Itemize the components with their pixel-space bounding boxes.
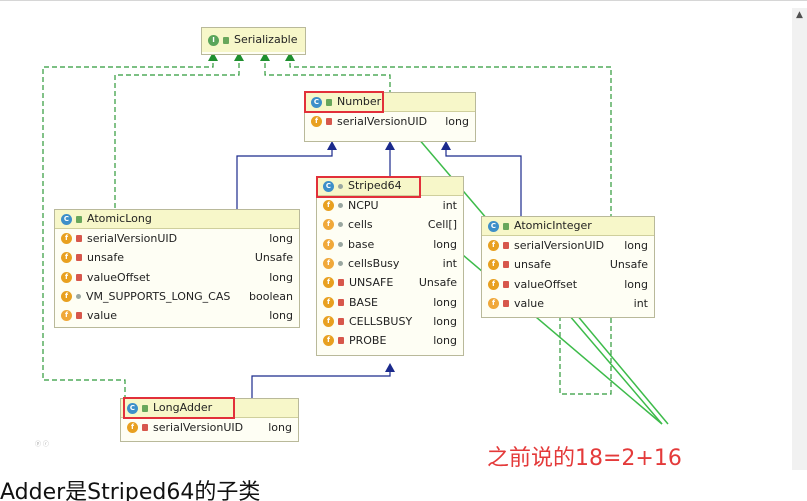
field-icon: f [323,238,334,250]
package-icon [338,261,343,267]
class-icon: C [311,96,322,108]
top-divider [0,0,807,1]
class-icon: C [127,402,138,414]
package-icon [338,222,343,228]
extends-arrowheads [327,141,451,372]
field-icon: f [323,258,334,270]
small-mark: ⓟ ⓡ [35,441,49,448]
private-lock-icon [503,242,509,250]
public-icon [326,98,332,106]
public-icon [503,222,509,230]
private-lock-icon [76,273,82,281]
private-lock-icon [76,312,82,320]
field-icon: f [323,219,334,231]
private-lock-icon [338,298,344,306]
static-field-icon: f [61,271,72,283]
private-lock-icon [338,279,344,287]
vertical-scrollbar[interactable]: ▲ [792,8,807,470]
private-lock-icon [338,337,344,345]
public-icon [142,404,148,412]
static-field-icon: f [61,252,72,264]
private-lock-icon [76,235,82,243]
class-icon: C [488,220,499,232]
static-field-icon: f [488,259,499,271]
bottom-caption: Adder是Striped64的子类 [0,480,261,501]
class-name: LongAdder [153,401,213,414]
static-field-icon: f [323,296,334,308]
static-field-icon: f [323,277,334,289]
public-icon [76,215,82,223]
class-name: Serializable [234,33,298,46]
public-icon [223,36,229,44]
implements-arrowheads [208,52,295,61]
package-icon [338,203,343,209]
static-field-icon: f [127,422,138,434]
class-serializable[interactable]: I Serializable [201,27,306,55]
static-field-icon: f [323,335,334,347]
private-lock-icon [503,280,509,288]
class-icon: C [61,213,72,225]
class-name: Striped64 [348,179,402,192]
static-field-icon: f [61,291,72,303]
class-icon: C [323,180,334,192]
private-lock-icon [142,424,148,432]
private-lock-icon [338,317,344,325]
field-icon: f [488,298,499,310]
private-lock-icon [326,118,332,126]
static-field-icon: f [488,278,499,290]
field-icon: f [61,310,72,322]
class-name: AtomicInteger [514,219,592,232]
highlight-number [304,91,384,113]
package-icon [338,241,343,247]
scroll-up-icon[interactable]: ▲ [796,10,803,20]
highlight-striped64 [316,176,421,198]
private-lock-icon [503,300,509,308]
class-name: Number [337,95,382,108]
annotation-text: 之前说的18=2+16 [487,446,682,471]
package-icon [76,294,81,300]
static-field-icon: f [488,240,499,252]
static-field-icon: f [311,116,322,128]
class-name: AtomicLong [87,212,152,225]
package-icon [338,183,343,189]
interface-icon: I [208,34,219,46]
static-field-icon: f [323,315,334,327]
private-lock-icon [503,261,509,269]
static-field-icon: f [323,200,334,212]
private-lock-icon [76,254,82,262]
static-field-icon: f [61,233,72,245]
highlight-longadder [123,397,235,419]
